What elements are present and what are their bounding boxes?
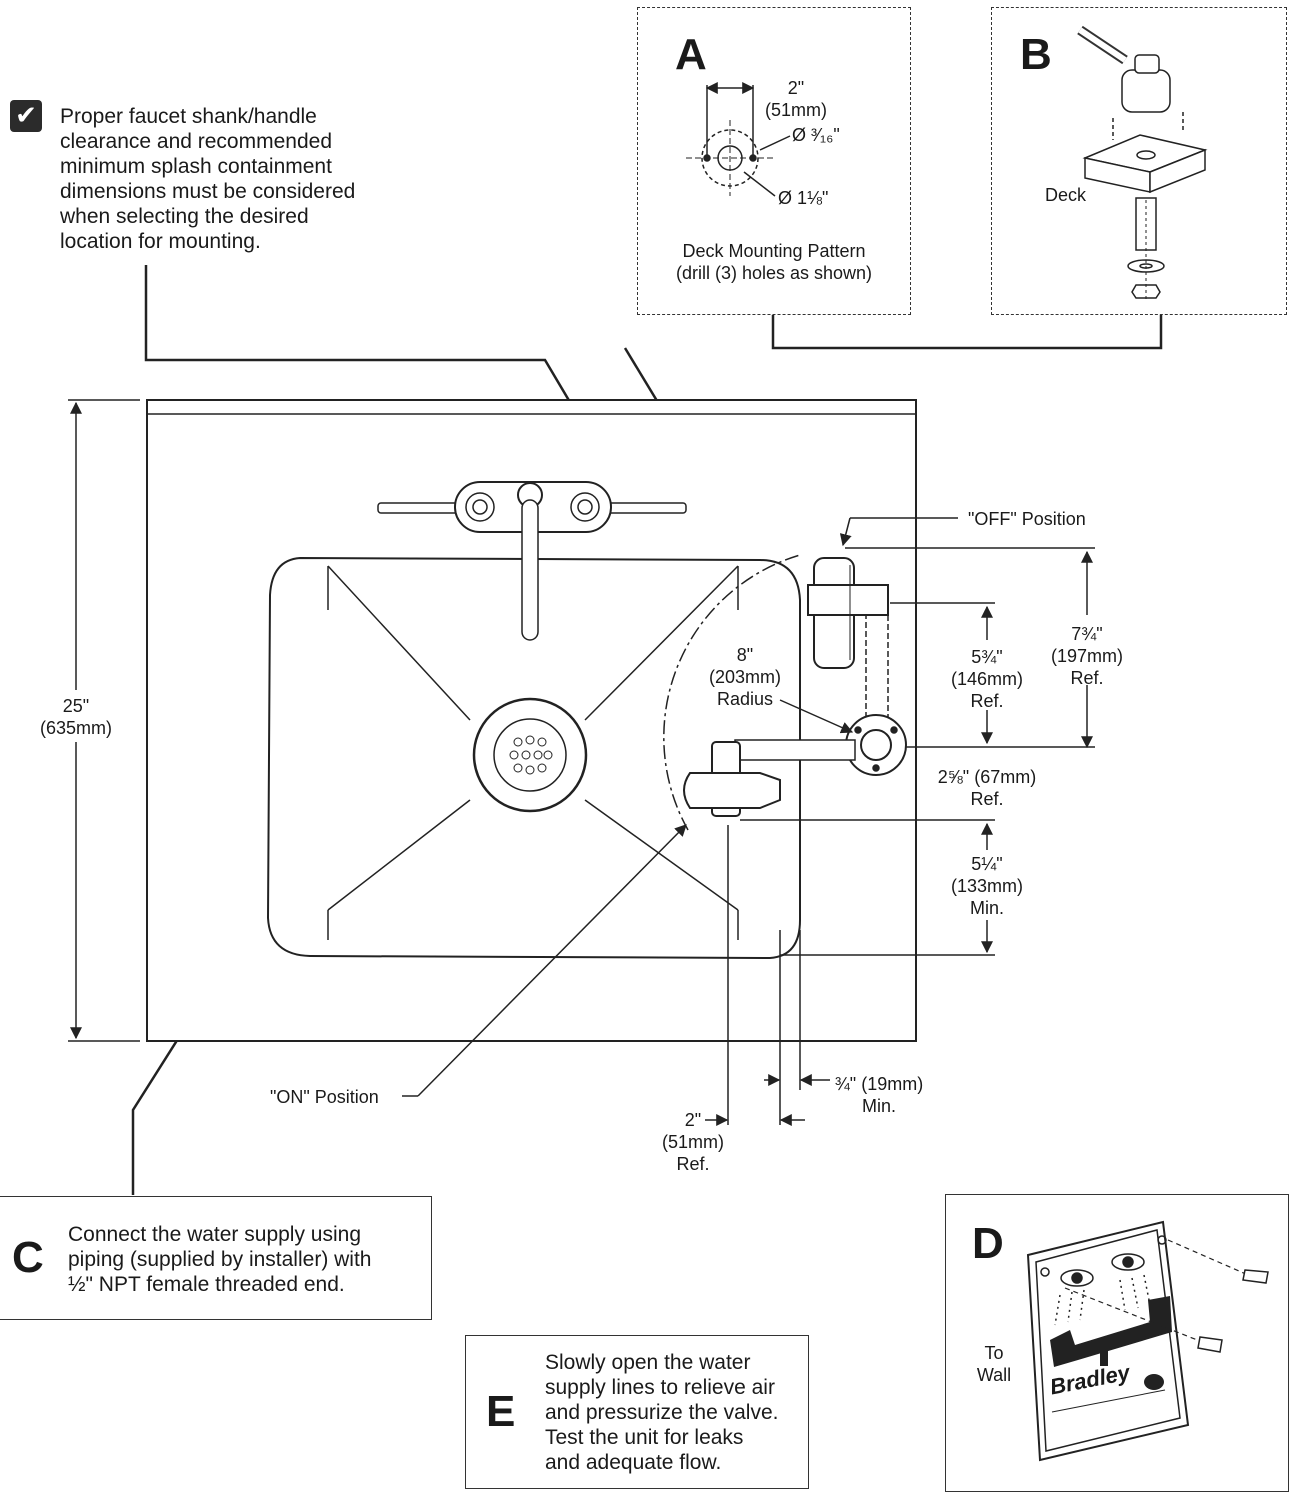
sink-top-view (146, 399, 917, 1042)
step-c-text: Connect the water supply using piping (s… (68, 1223, 372, 1296)
dim-5-3-4: 5¾" (146mm) Ref. (950, 647, 1023, 711)
off-position-label: "OFF" Position (968, 509, 1086, 529)
step-e-letter: E (486, 1387, 516, 1436)
step-c-box (0, 1196, 432, 1320)
radius-dim: 8" (203mm) Radius (708, 645, 781, 709)
panel-b-letter: B (1020, 30, 1052, 79)
to-wall-label: To Wall (976, 1343, 1012, 1385)
deck-mount-assembly (1077, 25, 1208, 300)
sink-height-dim: 25" (635mm) (39, 696, 112, 738)
panel-b-deck-label: Deck (1045, 185, 1087, 205)
step-d-box (945, 1194, 1289, 1492)
checkmark-icon: ✔ (10, 100, 42, 132)
panel-a-large-hole-dim: Ø 1⅛" (778, 188, 829, 208)
dim-7-3-4: 7¾" (197mm) Ref. (1050, 624, 1123, 688)
step-e-text: Slowly open the water supply lines to re… (545, 1351, 779, 1474)
step-d-letter: D (972, 1219, 1004, 1268)
dim-2: 2" (51mm) Ref. (662, 1110, 724, 1174)
panel-a-caption: Deck Mounting Pattern (drill (3) holes a… (675, 241, 873, 283)
panel-b-frame (991, 7, 1287, 315)
on-position-label: "ON" Position (270, 1087, 379, 1107)
eyewash-dimensions (402, 517, 1095, 1126)
step-c-letter: C (12, 1233, 44, 1282)
dim-3-4: ¾" (19mm) Min. (834, 1074, 924, 1116)
eyewash-sign (1026, 1220, 1269, 1462)
panel-a-frame (637, 7, 911, 315)
step-e-box (465, 1335, 809, 1489)
height-dimension (68, 399, 140, 1042)
panel-a-small-hole-dim: Ø ³⁄₁₆" (792, 125, 840, 145)
eyewash-unit (663, 554, 907, 831)
deck-mounting-pattern (686, 82, 791, 197)
dim-2-5-8: 2⅝" (67mm) Ref. (937, 767, 1037, 809)
panel-a-spacing-dim: 2" (51mm) (765, 78, 827, 120)
panel-a-letter: A (675, 30, 707, 79)
note-check-text: Proper faucet shank/handle clearance and… (60, 105, 356, 253)
dim-5-1-4: 5¼" (133mm) Min. (950, 854, 1023, 918)
